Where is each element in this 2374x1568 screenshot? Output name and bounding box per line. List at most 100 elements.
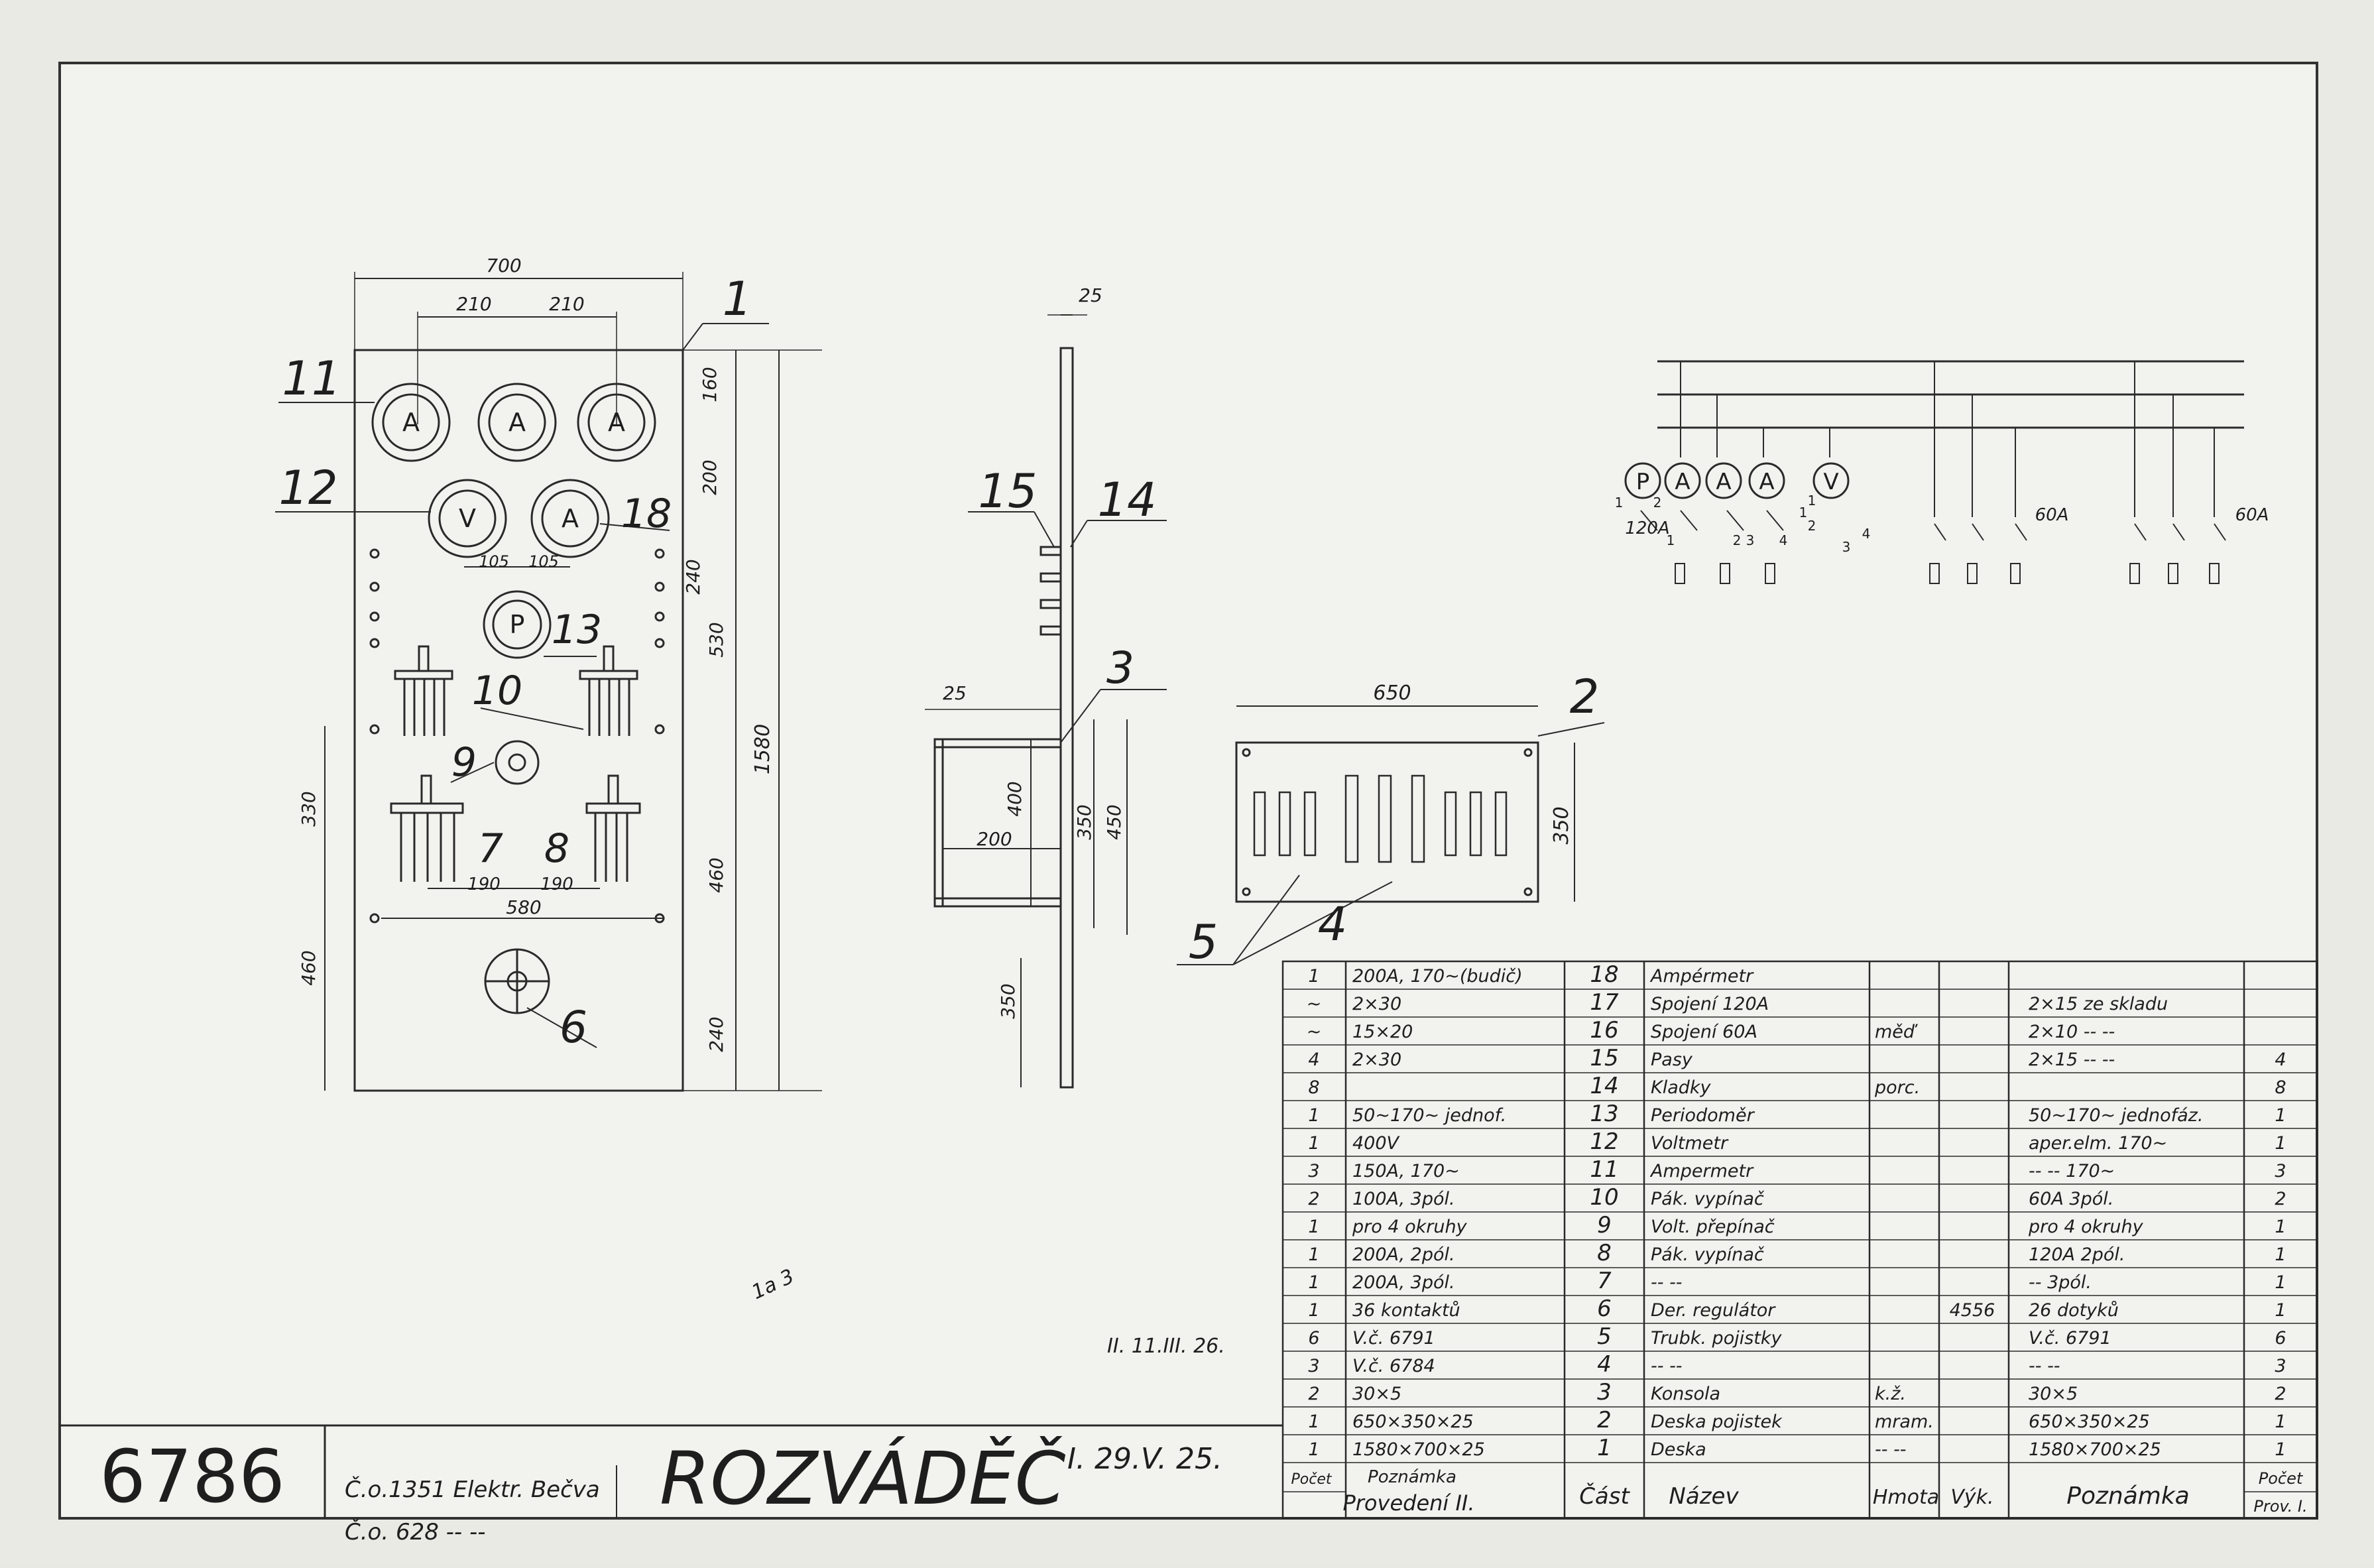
fuse-dim-1: 350 <box>1550 806 1573 844</box>
front-view <box>275 272 822 1092</box>
table-cell-count: 1 <box>2275 1300 2286 1321</box>
table-footer-model: Výk. <box>1950 1486 1993 1509</box>
table-cell-qty: 1 <box>1308 1272 1319 1293</box>
table-cell-name: Konsola <box>1651 1384 1720 1404</box>
meter-label-a4: A <box>562 504 579 533</box>
front-dim-8: 160 <box>699 367 721 402</box>
side-dim-3: 400 <box>1004 781 1026 816</box>
table-cell-name: Deska pojistek <box>1651 1412 1783 1432</box>
table-cell-name: Deska <box>1651 1439 1706 1460</box>
table-cell-qty: 8 <box>1308 1077 1319 1098</box>
table-cell-material: porc. <box>1874 1077 1920 1098</box>
table-cell-name: Pák. vypínač <box>1651 1244 1765 1265</box>
schem-term-3: 1 <box>1667 532 1675 548</box>
table-cell-count: 3 <box>2275 1161 2286 1181</box>
callout-10: 10 <box>472 668 522 714</box>
table-cell-qty: 4 <box>1308 1050 1319 1070</box>
table-footer-count: Počet <box>2259 1469 2304 1488</box>
callout-1: 1 <box>723 272 752 326</box>
table-cell-name: -- -- <box>1651 1356 1683 1376</box>
front-view-labels: 700 210 210 105 105 580 190 190 160 200 … <box>278 255 774 1053</box>
table-cell-part: 3 <box>1597 1379 1612 1406</box>
title-date: I. 29.V. 25. <box>1067 1442 1222 1476</box>
side-dim-5: 450 <box>1103 804 1125 839</box>
table-cell-material: k.ž. <box>1875 1384 1906 1404</box>
callout-18: 18 <box>621 491 672 537</box>
table-cell-qty: ~ <box>1307 994 1322 1014</box>
table-cell-part: 10 <box>1590 1184 1618 1211</box>
table-cell-count: 6 <box>2275 1328 2286 1349</box>
side-dim-4: 350 <box>1073 804 1095 839</box>
table-cell-part: 18 <box>1590 961 1618 988</box>
table-cell-count: 4 <box>2275 1050 2286 1070</box>
table-cell-name: -- -- <box>1651 1272 1683 1293</box>
drawing-number: 6786 <box>99 1434 285 1519</box>
table-cell-remark: 2×15 -- -- <box>2029 1050 2115 1070</box>
table-cell-qty: 1 <box>1308 1439 1319 1460</box>
table-cell-remark: 50~170~ jednofáz. <box>2029 1105 2203 1126</box>
table-cell-remark: -- -- 170~ <box>2029 1161 2115 1181</box>
table-cell-note: 400V <box>1352 1133 1401 1154</box>
table-cell-name: Pák. vypínač <box>1651 1189 1765 1209</box>
meter-label-a3: A <box>608 408 625 437</box>
callout-4: 4 <box>1318 897 1348 951</box>
table-cell-name: Spojení 60A <box>1651 1022 1757 1042</box>
table-cell-count: 1 <box>2275 1217 2286 1237</box>
schem-label-60a-1: 60A <box>2035 505 2069 525</box>
table-cell-part: 6 <box>1597 1296 1612 1322</box>
table-cell-qty: 2 <box>1308 1384 1319 1404</box>
table-footer-remark: Poznámka <box>2066 1482 2189 1510</box>
title-block-text: 6786 Č.o.1351 Elektr. Bečva Č.o. 628 -- … <box>99 1265 1225 1545</box>
table-cell-note: 200A, 3pól. <box>1352 1272 1455 1293</box>
table-cell-count: 1 <box>2275 1105 2286 1126</box>
table-cell-remark: 120A 2pól. <box>2029 1244 2125 1265</box>
table-cell-part: 14 <box>1590 1073 1618 1099</box>
table-cell-remark: 2×10 -- -- <box>2029 1022 2115 1042</box>
table-cell-part: 9 <box>1597 1212 1612 1238</box>
table-cell-note: 50~170~ jednof. <box>1352 1105 1506 1126</box>
callout-5: 5 <box>1189 915 1218 969</box>
table-cell-name: Der. regulátor <box>1651 1300 1776 1321</box>
table-cell-count: 1 <box>2275 1439 2286 1460</box>
table-cell-note: 1580×700×25 <box>1352 1439 1485 1460</box>
table-cell-name: Volt. přepínač <box>1651 1217 1775 1237</box>
table-cell-part: 1 <box>1597 1435 1612 1461</box>
front-dim-11: 530 <box>705 622 727 657</box>
callout-7: 7 <box>478 825 503 872</box>
table-cell-note: 200A, 2pól. <box>1352 1244 1455 1265</box>
front-dim-1: 210 <box>456 293 491 315</box>
table-cell-qty: 1 <box>1308 1105 1319 1126</box>
schem-term-5: 3 <box>1746 532 1755 548</box>
table-cell-model: 4556 <box>1950 1300 1995 1321</box>
table-footer-name: Název <box>1669 1483 1739 1510</box>
schematic-labels: P A A A V 120A 60A 60A 1 2 1 2 3 4 1 2 3… <box>1615 469 2269 555</box>
side-dim-2: 200 <box>977 828 1012 850</box>
meter-label-a1: A <box>402 408 420 437</box>
table-cell-name: Voltmetr <box>1651 1133 1729 1154</box>
table-cell-part: 12 <box>1590 1128 1618 1155</box>
schem-term-4: 2 <box>1733 532 1742 548</box>
table-cell-remark: 650×350×25 <box>2029 1412 2150 1432</box>
table-cell-note: pro 4 okruhy <box>1352 1217 1468 1237</box>
table-cell-remark: 26 dotyků <box>2029 1300 2119 1321</box>
table-cell-name: Spojení 120A <box>1651 994 1769 1014</box>
schem-term-7: 1 <box>1808 493 1816 509</box>
table-cell-note: V.č. 6791 <box>1352 1328 1435 1349</box>
front-dim-12: 460 <box>705 857 727 892</box>
side-dim-1: 25 <box>943 682 967 704</box>
table-cell-qty: 2 <box>1308 1189 1319 1209</box>
meter-label-v: V <box>459 504 476 533</box>
schem-term-8: 2 <box>1808 518 1816 534</box>
table-cell-note: V.č. 6784 <box>1352 1356 1435 1376</box>
front-dim-6: 190 <box>467 874 501 894</box>
schem-meter-p: P <box>1636 469 1650 495</box>
table-cell-note: 2×30 <box>1352 1050 1401 1070</box>
front-dim-9: 200 <box>699 459 721 495</box>
front-dim-5: 580 <box>506 896 541 918</box>
table-cell-remark: -- -- <box>2029 1356 2060 1376</box>
side-view-labels: 25 25 200 400 350 450 350 15 14 3 <box>943 284 1156 1019</box>
callout-11: 11 <box>282 351 341 406</box>
